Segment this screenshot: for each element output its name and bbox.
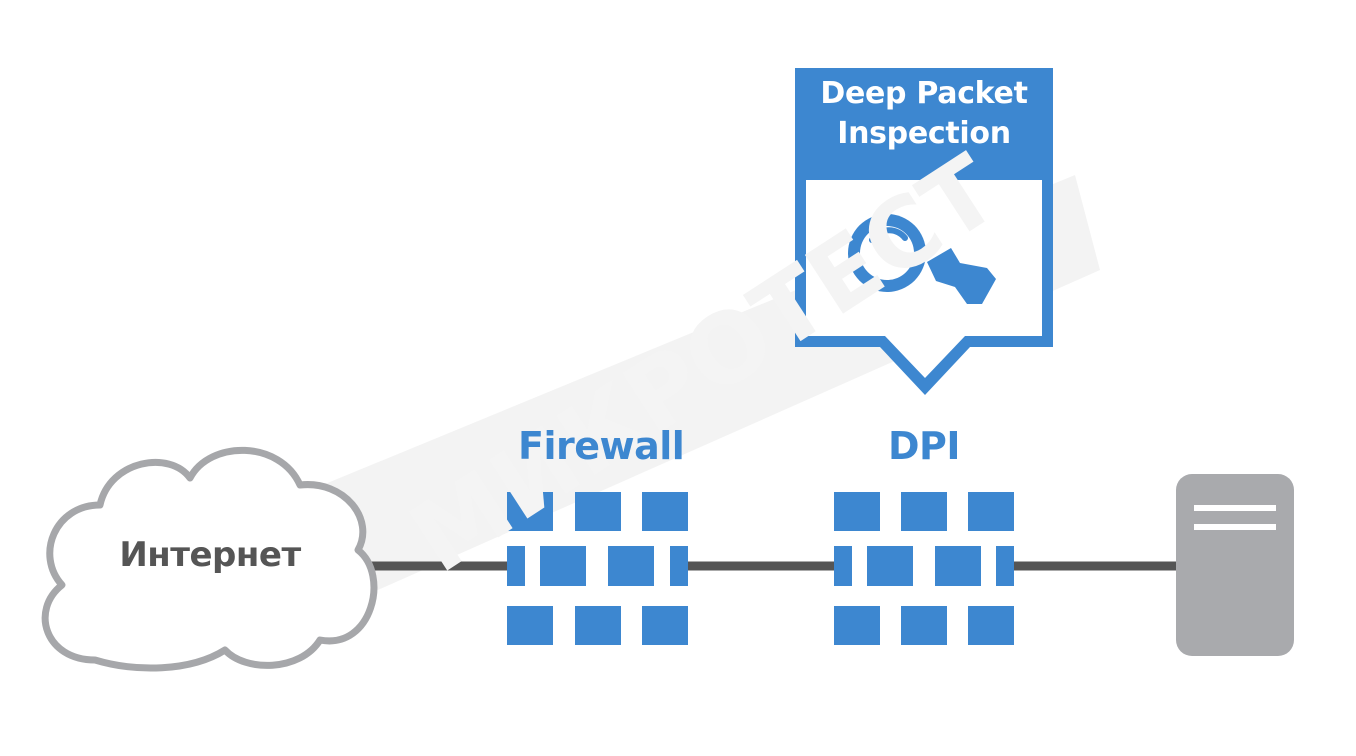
firewall-wall-icon	[507, 492, 688, 645]
cloud-icon	[41, 446, 378, 672]
server-icon	[1176, 474, 1294, 656]
dpi-callout	[795, 68, 1053, 395]
dpi-label: DPI	[888, 424, 961, 468]
callout-title-line-1: Deep Packet	[820, 76, 1028, 111]
dpi-wall-icon	[834, 492, 1014, 645]
internet-label: Интернет	[119, 535, 301, 575]
callout-title-line-2: Inspection	[837, 116, 1011, 151]
magnifier-icon	[848, 214, 996, 304]
firewall-label: Firewall	[518, 424, 685, 468]
callout-title: Deep Packet Inspection	[795, 74, 1053, 154]
